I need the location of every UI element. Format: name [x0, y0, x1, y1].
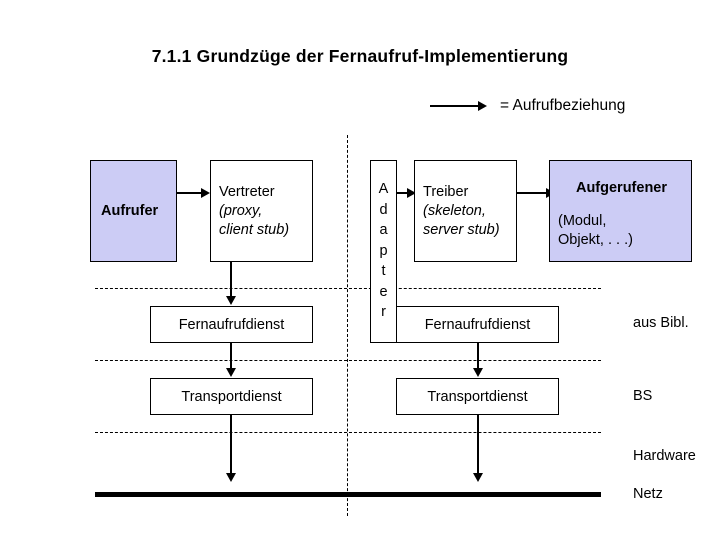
box-proxy-title: Vertreter — [219, 184, 275, 200]
arrow-right-icon — [430, 100, 488, 112]
legend: = Aufrufbeziehung — [430, 95, 625, 117]
box-proxy-subline-1: (proxy, — [219, 203, 263, 219]
legend-label: = Aufrufbeziehung — [500, 97, 626, 114]
adapter-letter-5: t — [381, 263, 386, 279]
layer-divider-1 — [95, 288, 601, 289]
client-server-divider — [347, 135, 348, 516]
layer-label-library: aus Bibl. — [633, 315, 689, 331]
adapter-letter-2: d — [379, 201, 388, 218]
adapter-letter-7: r — [381, 304, 386, 320]
box-driver-subline-1: (skeleton, — [423, 203, 486, 219]
box-transport-service-server-label: Transportdienst — [427, 388, 528, 405]
box-callee[interactable]: Aufgerufener (Modul, Objekt, . . .) — [549, 160, 692, 262]
connector-driver-to-callee — [517, 192, 549, 194]
connector-transport-to-net-server-arrowhead — [473, 473, 483, 482]
box-transport-service-server[interactable]: Transportdienst — [396, 378, 559, 415]
box-rpc-service-client-label: Fernaufrufdienst — [178, 316, 285, 333]
connector-proxy-to-rpc — [230, 262, 232, 298]
adapter-letter-3: a — [379, 222, 388, 238]
layer-divider-3 — [95, 432, 601, 433]
box-adapter-letters: A d a p t e r — [371, 179, 396, 323]
box-driver-subline-2: server stub) — [423, 222, 500, 238]
layer-label-network: Netz — [633, 486, 663, 502]
box-callee-title: Aufgerufener — [575, 180, 668, 196]
connector-rpc-to-transport-client-arrowhead — [226, 368, 236, 377]
box-rpc-service-server[interactable]: Fernaufrufdienst — [396, 306, 559, 343]
connector-adapter-to-driver — [396, 192, 410, 194]
box-driver[interactable]: Treiber (skeleton, server stub) — [414, 160, 517, 262]
network-line — [95, 492, 601, 497]
box-callee-subline-2: Objekt, . . .) — [558, 232, 633, 248]
adapter-letter-4: p — [379, 242, 388, 259]
connector-caller-to-proxy — [177, 192, 203, 194]
box-caller-label: Aufrufer — [101, 202, 159, 219]
layer-label-hardware: Hardware — [633, 448, 696, 464]
box-rpc-service-client[interactable]: Fernaufrufdienst — [150, 306, 313, 343]
connector-transport-to-net-server — [477, 415, 479, 477]
connector-transport-to-net-client-arrowhead — [226, 473, 236, 482]
box-transport-service-client-label: Transportdienst — [181, 388, 282, 405]
box-proxy[interactable]: Vertreter (proxy, client stub) — [210, 160, 313, 262]
layer-label-os: BS — [633, 388, 653, 404]
connector-rpc-to-transport-client — [230, 343, 232, 370]
box-proxy-subline-2: client stub) — [219, 222, 290, 238]
box-driver-title: Treiber — [423, 184, 469, 200]
box-adapter[interactable]: A d a p t e r — [370, 160, 397, 343]
connector-caller-to-proxy-arrowhead — [201, 188, 210, 198]
connector-rpc-to-transport-server — [477, 343, 479, 370]
connector-proxy-to-rpc-arrowhead — [226, 296, 236, 305]
adapter-letter-1: A — [378, 181, 389, 197]
box-transport-service-client[interactable]: Transportdienst — [150, 378, 313, 415]
connector-adapter-to-driver-arrowhead — [407, 188, 416, 198]
layer-divider-2 — [95, 360, 601, 361]
box-caller[interactable]: Aufrufer — [90, 160, 177, 262]
adapter-letter-6: e — [379, 283, 388, 300]
page-title: 7.1.1 Grundzüge der Fernaufruf-Implement… — [151, 46, 569, 66]
connector-transport-to-net-client — [230, 415, 232, 477]
box-callee-subline-1: (Modul, — [558, 213, 607, 229]
box-rpc-service-server-label: Fernaufrufdienst — [424, 316, 531, 333]
connector-rpc-to-transport-server-arrowhead — [473, 368, 483, 377]
